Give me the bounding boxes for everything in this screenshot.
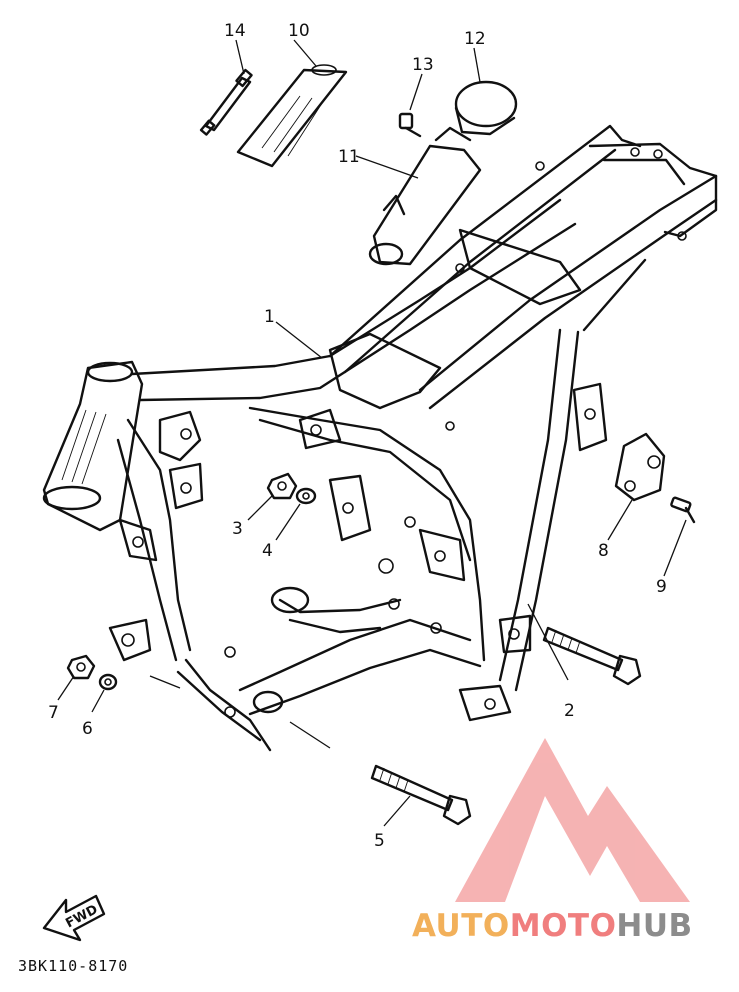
callout-12: 12 — [464, 29, 486, 49]
leader-lines — [57, 39, 687, 827]
part-8-bracket — [614, 432, 666, 502]
part-13-bolt — [398, 112, 422, 138]
part-10-battery-cover — [236, 64, 348, 168]
callout-8: 8 — [598, 541, 609, 561]
watermark-text: AUTOMOTOHUB — [412, 908, 693, 944]
callout-labels: 1 2 3 4 5 6 7 8 9 10 11 12 13 14 — [48, 21, 667, 851]
part-2-bolt — [542, 626, 642, 686]
part-14-strap — [199, 68, 253, 136]
part-5-bolt — [370, 764, 472, 826]
watermark-auto: AUTO — [412, 908, 510, 944]
part-7-nut — [66, 654, 96, 680]
callout-11: 11 — [338, 147, 360, 167]
part-9-bolt — [670, 496, 696, 524]
part-12-cap — [454, 80, 518, 136]
callout-7: 7 — [48, 703, 59, 723]
callout-4: 4 — [262, 541, 273, 561]
callout-14: 14 — [224, 21, 246, 41]
part-4-washer — [295, 487, 317, 505]
part-3-nut — [266, 472, 298, 500]
callout-9: 9 — [656, 577, 667, 597]
callout-5: 5 — [374, 831, 385, 851]
watermark-logo — [455, 738, 690, 902]
drawing-code: 3BK110-8170 — [18, 957, 129, 975]
part-11-holder — [368, 126, 482, 266]
callout-3: 3 — [232, 519, 243, 539]
callout-13: 13 — [412, 55, 434, 75]
callout-2: 2 — [564, 701, 575, 721]
callout-6: 6 — [82, 719, 93, 739]
callout-10: 10 — [288, 21, 310, 41]
part-6-washer — [98, 673, 118, 691]
main-frame — [42, 124, 718, 752]
watermark-moto: MOTO — [509, 908, 617, 944]
watermark-hub: HUB — [616, 908, 693, 944]
fwd-arrow-icon: FWD — [42, 894, 106, 942]
callout-1: 1 — [264, 307, 275, 327]
